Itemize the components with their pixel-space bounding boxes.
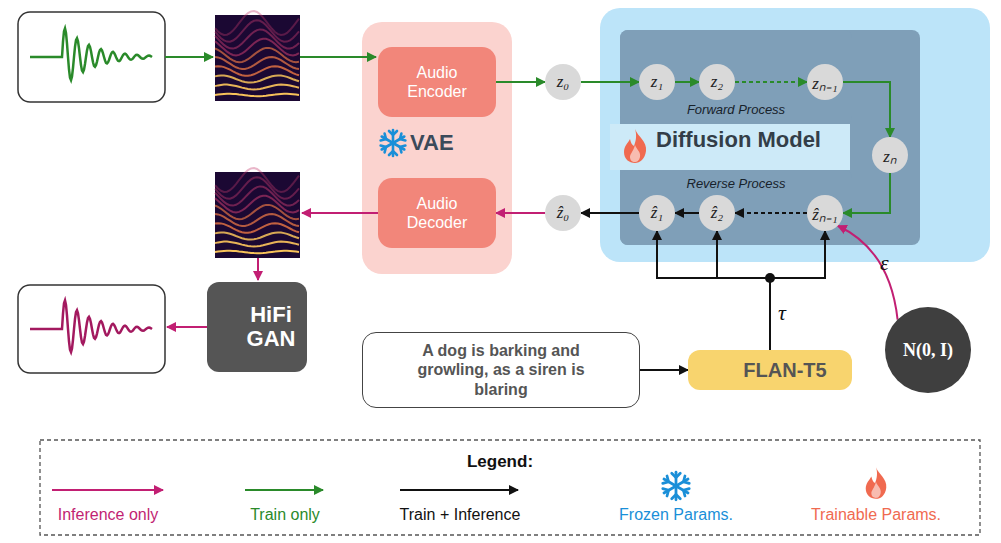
latent-circle: z₁: [639, 64, 675, 100]
legend-sample: [400, 489, 518, 491]
box-label: A dog is barking and growling, as a sire…: [406, 341, 596, 399]
legend-text: Frozen Params.: [619, 506, 733, 524]
reverse-band: Reverse Process ẑₙ₋₁ ẑ₂ ẑ₁: [620, 170, 852, 245]
prompt-box: A dog is barking and growling, as a sire…: [362, 332, 640, 408]
panel-heading: VAE: [410, 130, 454, 156]
connector: [657, 231, 770, 350]
latent-symbol: z₁: [651, 72, 664, 92]
diffusion-panel-fill: [600, 8, 990, 262]
vocoder-box: HiFi GAN: [207, 282, 307, 372]
latent-symbol: ẑ₁: [651, 203, 664, 223]
legend-title: Legend:: [467, 452, 533, 472]
waveform-box: [18, 12, 165, 102]
noise-circle: N(0, I): [885, 307, 971, 393]
vae-panel-fill: [362, 22, 512, 274]
connector: [843, 173, 890, 213]
latent-symbol: z₂: [711, 72, 724, 92]
edge-label: ε: [880, 250, 889, 276]
legend-frame: [40, 440, 980, 535]
legend-text: Trainable Params.: [811, 506, 941, 524]
latent-circle: z₀: [545, 64, 581, 100]
connector: [581, 212, 639, 214]
connector: [843, 82, 890, 137]
connector: [838, 226, 898, 320]
connector: [581, 81, 639, 83]
connector: [496, 212, 545, 214]
latent-symbol: ẑ₂: [711, 203, 724, 223]
train-arrow: [165, 56, 213, 58]
latent-symbol: ẑₙ₋₁: [812, 202, 838, 225]
latent-circle: zₙ: [872, 137, 908, 173]
latent-symbol: z₀: [557, 72, 570, 92]
latent-circle: ẑ₂: [699, 195, 735, 231]
connector: [640, 369, 688, 371]
input-waveform: [30, 28, 152, 80]
box-label: FLAN-T5: [743, 359, 826, 382]
band-label: Reverse Process: [620, 176, 852, 191]
latent-circle: ẑₙ₋₁: [807, 195, 843, 231]
decoder-box: Audio Decoder: [378, 178, 496, 248]
box-label: Audio Encoder: [401, 63, 473, 101]
band-label: Forward Process: [620, 102, 852, 117]
forward-band-fill: [620, 30, 852, 124]
box-label: Audio Decoder: [401, 194, 473, 232]
legend-sample: [663, 472, 689, 500]
diffusion-panel: Diffusion Model Forward Process z₁ z₂ zₙ₋₁ zₙ…: [600, 8, 990, 262]
legend-sample: [52, 489, 163, 491]
latent-symbol: ẑ₀: [557, 203, 570, 223]
spectrogram: [215, 168, 300, 258]
legend-text: Train + Inference: [400, 506, 521, 524]
connector: [770, 231, 825, 350]
legend-sample: [245, 489, 323, 491]
latent-symbol: zₙ: [883, 144, 897, 167]
inference-arrow: [167, 326, 212, 328]
latent-circle: ẑ₁: [639, 195, 675, 231]
legend-sample: [866, 467, 887, 499]
box-label: HiFi GAN: [243, 303, 299, 351]
vae-panel: VAE Audio EncoderAudio Decoder: [362, 22, 512, 274]
connector: [675, 81, 699, 83]
legend-text: Train only: [250, 506, 320, 524]
output-waveform: [30, 300, 152, 352]
trainable-icon: [624, 129, 646, 163]
train-arrow: [300, 56, 376, 58]
connector: [735, 81, 807, 83]
frozen-icon: [381, 130, 406, 156]
spectrogram: [215, 11, 300, 101]
connector: [496, 81, 545, 83]
condition-symbol: τ: [778, 300, 786, 326]
connector: [735, 212, 807, 214]
heading-strip: [610, 124, 850, 170]
waveform-box: [18, 285, 165, 373]
latent-symbol: zₙ₋₁: [812, 71, 838, 94]
diffusion-core: [620, 30, 920, 245]
latent-circle: z₂: [699, 64, 735, 100]
panel-heading: Diffusion Model: [656, 127, 821, 153]
box-label: N(0, I): [903, 340, 953, 361]
connector: [675, 212, 699, 214]
reverse-band-fill: [620, 170, 852, 245]
inference-arrow: [257, 258, 259, 280]
forward-band: Forward Process z₁ z₂ zₙ₋₁: [620, 30, 852, 124]
latent-circle: ẑ₀: [545, 195, 581, 231]
text-encoder-box: FLAN-T5: [688, 350, 852, 390]
encoder-box: Audio Encoder: [378, 47, 496, 117]
latent-circle: zₙ₋₁: [807, 64, 843, 100]
connector: [717, 231, 770, 350]
legend-text: Inference only: [58, 506, 159, 524]
inference-arrow: [302, 212, 378, 214]
